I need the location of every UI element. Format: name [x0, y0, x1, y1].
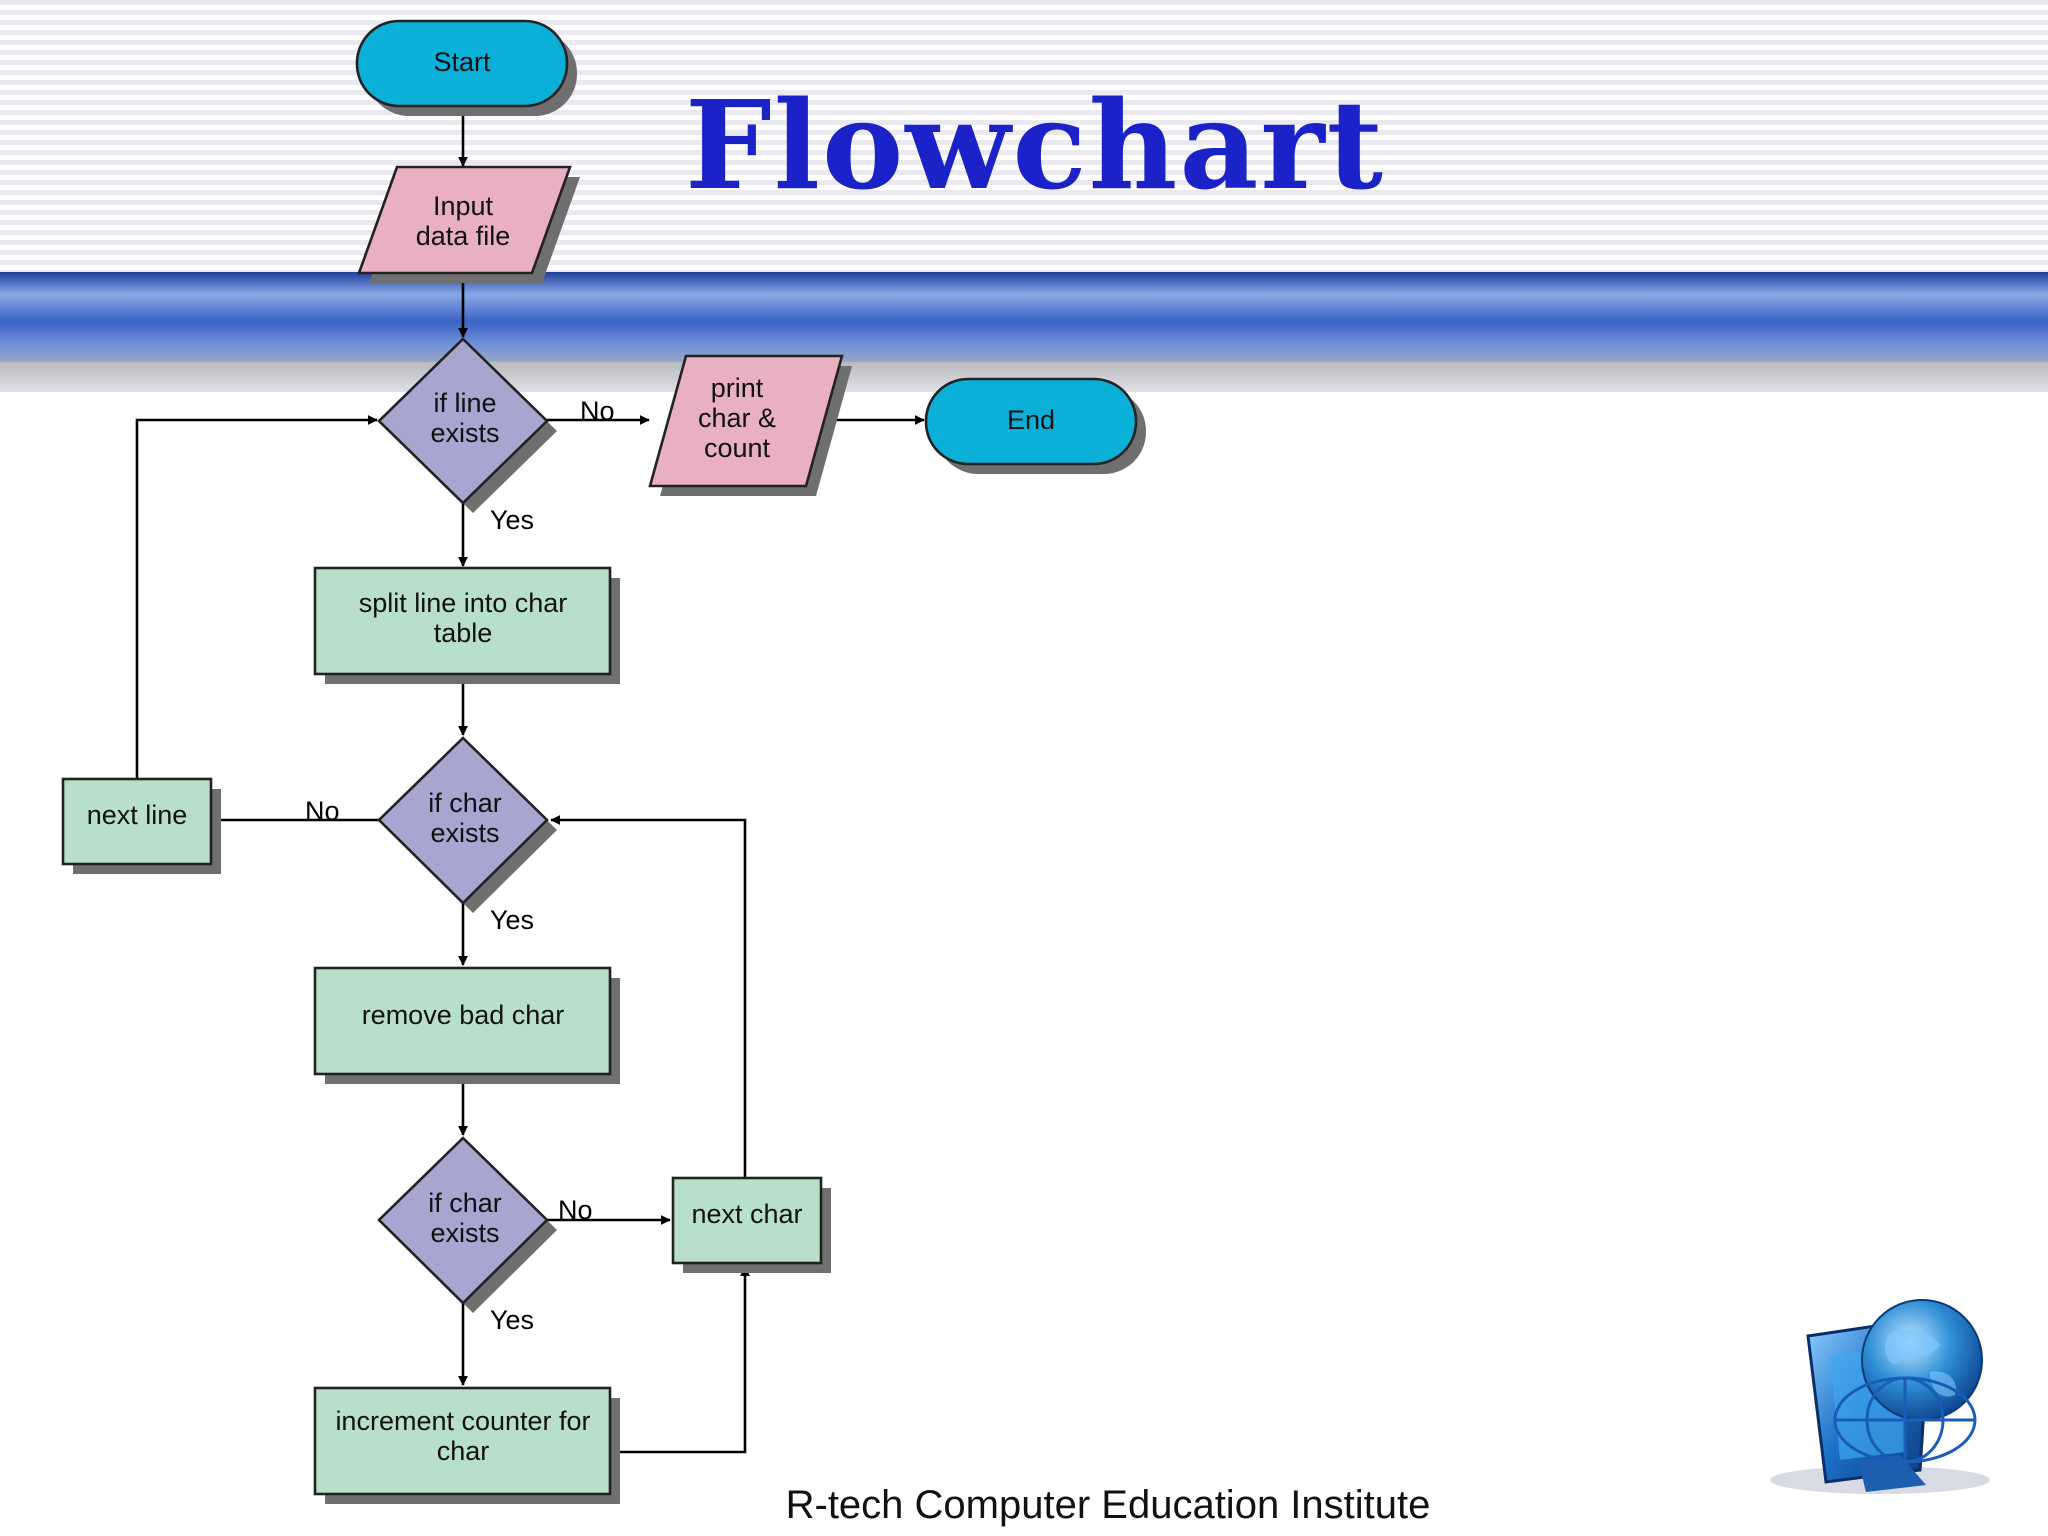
striped-background [0, 0, 2048, 275]
process-remove-shape [313, 966, 612, 1076]
node-next-char-label: next char [691, 1199, 802, 1229]
process-next-char-shape [671, 1176, 823, 1265]
node-label-line: char & [698, 403, 776, 433]
blue-band [0, 272, 2048, 362]
node-next-line-label: next line [87, 800, 188, 830]
node-label-line: End [1007, 405, 1055, 435]
node-label-line: Start [433, 47, 491, 77]
node-next-char: next char [671, 1176, 831, 1273]
terminal-end-shape [924, 377, 1138, 466]
node-remove-label: remove bad char [362, 1000, 565, 1030]
node-label-line: if line [433, 388, 496, 418]
globe-monitor-logo-icon [1770, 1299, 1990, 1494]
edge-label-char2-yes: Yes [490, 1305, 534, 1335]
edges [135, 106, 925, 1454]
node-label-line: next line [87, 800, 188, 830]
node-end-label: End [1007, 405, 1055, 435]
node-label-line: Input [433, 191, 494, 221]
edge-label-line-no: No [580, 396, 615, 426]
node-label-line: if char [428, 1188, 502, 1218]
process-increment-shape [313, 1386, 612, 1496]
edge-nextline-ifline [135, 415, 378, 778]
io-input-shape [357, 165, 572, 275]
decision-if-char-1-shape [377, 736, 549, 905]
edge-label-line-yes: Yes [490, 505, 534, 535]
node-label-line: if char [428, 788, 502, 818]
edge-label-char1-no: No [305, 796, 340, 826]
node-label-line: print [711, 373, 764, 403]
node-start: Start [355, 19, 577, 116]
node-next-line: next line [61, 777, 221, 874]
node-label-line: count [704, 433, 771, 463]
edge-label-char1-yes: Yes [490, 905, 534, 935]
node-label-line: remove bad char [362, 1000, 565, 1030]
node-label-line: data file [416, 221, 511, 251]
node-start-label: Start [433, 47, 491, 77]
node-label-line: split line into char [359, 588, 568, 618]
node-label-line: next char [691, 1199, 802, 1229]
terminal-start-shape [355, 19, 569, 108]
io-print-shape [648, 354, 844, 488]
edge-increment-nextchar [611, 1266, 750, 1454]
decision-if-char-2-shape [377, 1136, 549, 1305]
page-title: Flowchart [685, 73, 1385, 217]
node-label-line: exists [430, 818, 499, 848]
node-label-line: exists [430, 418, 499, 448]
decision-if-line-shape [377, 337, 549, 505]
node-label-line: increment counter for [335, 1406, 590, 1436]
process-split-shape [313, 566, 612, 676]
footer-institute-name: R-tech Computer Education Institute [786, 1483, 1431, 1527]
node-label-line: exists [430, 1218, 499, 1248]
process-next-line-shape [61, 777, 213, 866]
edge-label-char2-no: No [558, 1195, 593, 1225]
node-remove: remove bad char [313, 966, 620, 1084]
node-label-line: table [434, 618, 493, 648]
node-label-line: char [437, 1436, 490, 1466]
edge-nextchar-ifchar1 [550, 815, 747, 1178]
node-end: End [924, 377, 1146, 474]
